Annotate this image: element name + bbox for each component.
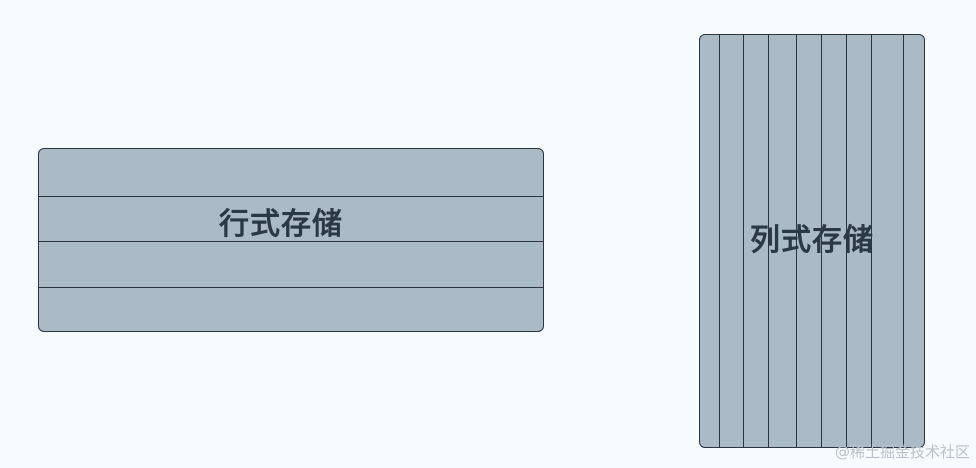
row-divider xyxy=(39,241,543,242)
row-divider xyxy=(39,287,543,288)
column-divider xyxy=(796,35,797,447)
column-divider xyxy=(871,35,872,447)
column-divider xyxy=(719,35,720,447)
column-divider xyxy=(768,35,769,447)
row-divider xyxy=(39,196,543,197)
column-storage-block: 列式存储 xyxy=(699,34,925,448)
column-divider xyxy=(903,35,904,447)
column-divider xyxy=(821,35,822,447)
watermark: @稀土掘金技术社区 xyxy=(834,443,970,461)
column-divider xyxy=(846,35,847,447)
row-storage-block: 行式存储 xyxy=(38,148,544,332)
column-storage-label: 列式存储 xyxy=(750,223,874,258)
row-storage-label: 行式存储 xyxy=(219,207,343,242)
column-divider xyxy=(743,35,744,447)
